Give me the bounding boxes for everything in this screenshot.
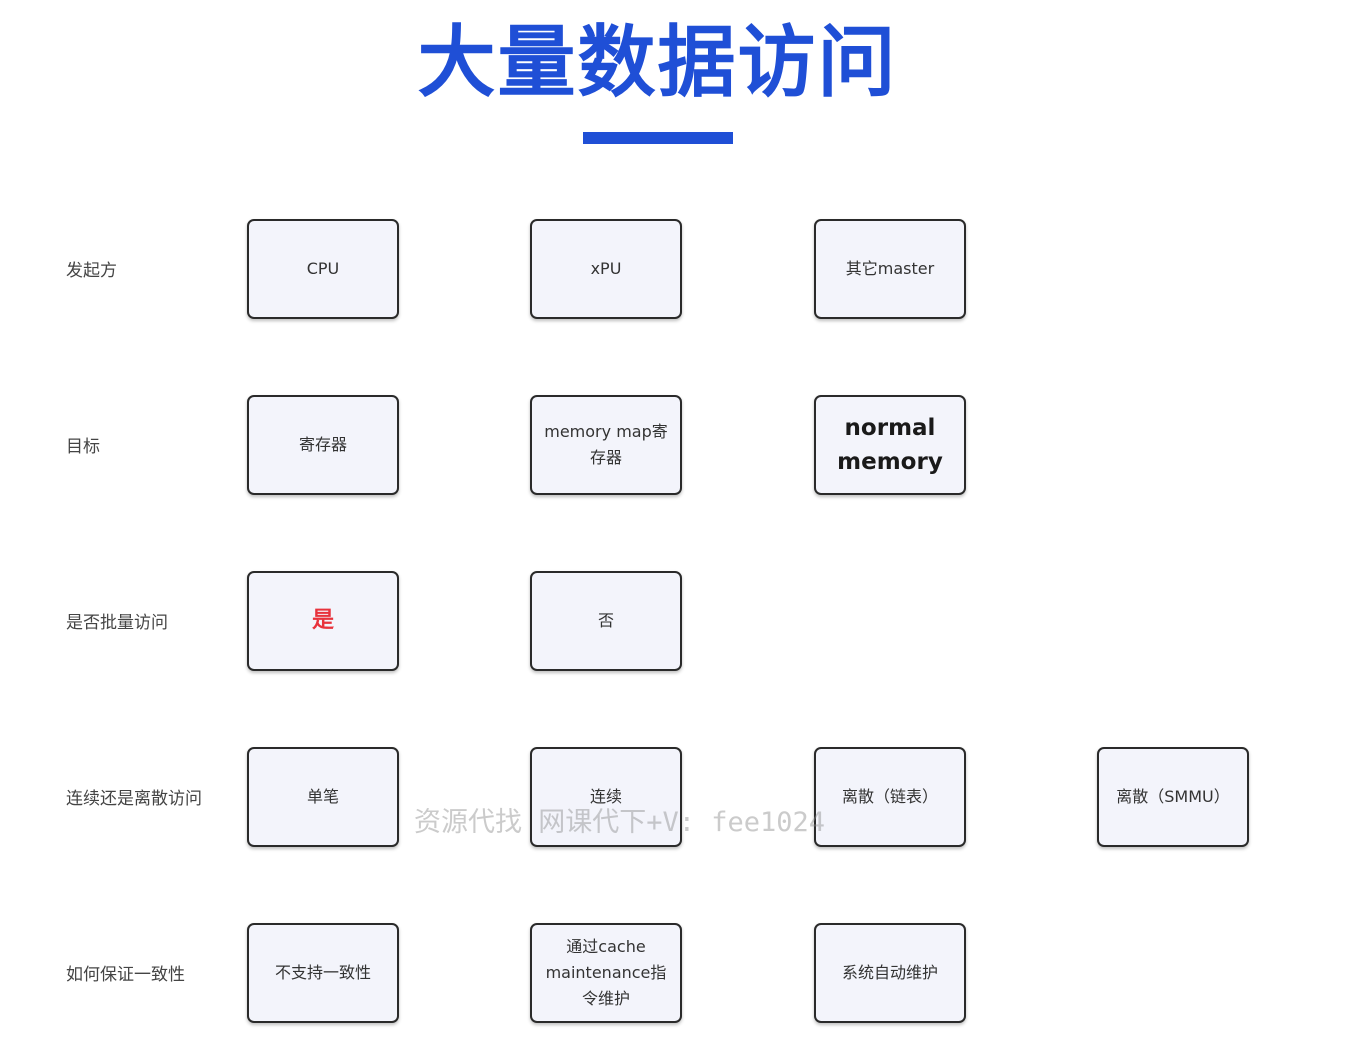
row-label-target: 目标 bbox=[66, 437, 100, 457]
card-cache-maintenance: 通过cache maintenance指令维护 bbox=[530, 923, 682, 1023]
card-no: 否 bbox=[530, 571, 682, 671]
title-underline bbox=[583, 132, 733, 144]
card-register: 寄存器 bbox=[247, 395, 399, 495]
card-system-auto: 系统自动维护 bbox=[814, 923, 966, 1023]
card-single: 单笔 bbox=[247, 747, 399, 847]
card-yes: 是 bbox=[247, 571, 399, 671]
card-scattered-smmu: 离散（SMMU） bbox=[1097, 747, 1249, 847]
row-label-batch-access: 是否批量访问 bbox=[66, 613, 168, 633]
card-scattered-linked-list: 离散（链表） bbox=[814, 747, 966, 847]
card-other-master: 其它master bbox=[814, 219, 966, 319]
row-label-coherency: 如何保证一致性 bbox=[66, 965, 185, 985]
row-label-initiator: 发起方 bbox=[66, 261, 117, 281]
card-normal-memory: normal memory bbox=[814, 395, 966, 495]
card-xpu: xPU bbox=[530, 219, 682, 319]
page-title: 大量数据访问 bbox=[417, 18, 898, 108]
card-no-coherency: 不支持一致性 bbox=[247, 923, 399, 1023]
card-memory-map-register: memory map寄存器 bbox=[530, 395, 682, 495]
card-contiguous: 连续 bbox=[530, 747, 682, 847]
card-cpu: CPU bbox=[247, 219, 399, 319]
row-label-access-pattern: 连续还是离散访问 bbox=[66, 789, 202, 809]
